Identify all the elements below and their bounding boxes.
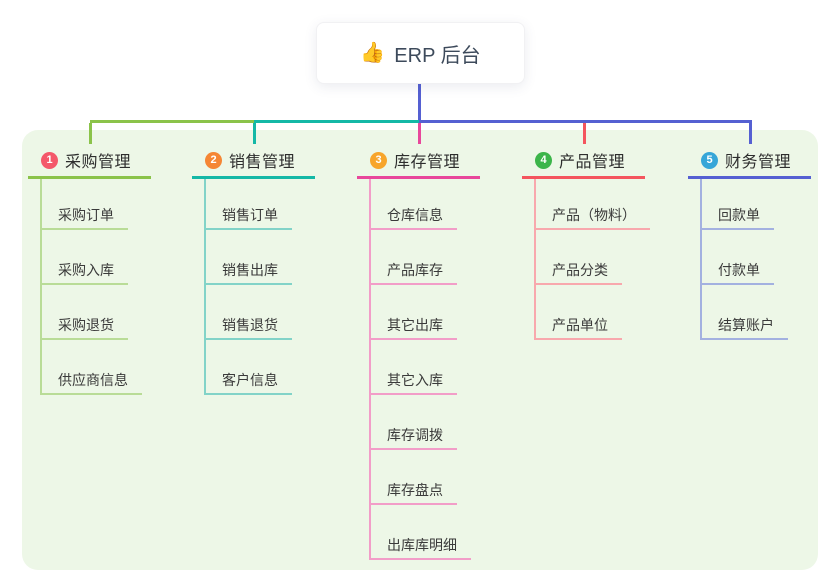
child-node[interactable]: 产品单位	[552, 317, 608, 333]
child-node[interactable]: 采购订单	[58, 207, 114, 223]
child-underline	[534, 338, 622, 340]
child-underline	[700, 228, 774, 230]
bus-segment-1	[90, 120, 254, 123]
child-underline	[369, 558, 471, 560]
child-node[interactable]: 库存调拨	[387, 427, 443, 443]
child-node[interactable]: 其它出库	[387, 317, 443, 333]
branch-label: 库存管理	[394, 154, 461, 171]
child-trunk-line	[700, 179, 702, 340]
root-node[interactable]: 👍 ERP 后台	[316, 22, 525, 84]
branch-drop-line	[418, 123, 421, 144]
branch-underline	[522, 176, 645, 179]
child-underline	[369, 503, 457, 505]
branch-underline	[357, 176, 480, 179]
child-node[interactable]: 出库库明细	[387, 537, 457, 553]
child-underline	[534, 228, 650, 230]
branch-badge: 2	[205, 151, 222, 169]
branch-node-1[interactable]: 1 采购管理	[41, 147, 131, 173]
child-trunk-line	[204, 179, 206, 395]
branch-label: 财务管理	[725, 154, 792, 171]
child-node[interactable]: 销售订单	[222, 207, 278, 223]
branch-badge: 3	[370, 151, 387, 169]
child-underline	[369, 228, 457, 230]
child-node[interactable]: 付款单	[718, 262, 760, 278]
child-node[interactable]: 客户信息	[222, 372, 278, 388]
child-node[interactable]: 销售出库	[222, 262, 278, 278]
child-trunk-line	[369, 179, 371, 560]
child-node[interactable]: 产品库存	[387, 262, 443, 278]
child-node[interactable]: 库存盘点	[387, 482, 443, 498]
child-trunk-line	[40, 179, 42, 395]
child-underline	[204, 338, 292, 340]
child-trunk-line	[534, 179, 536, 340]
child-underline	[204, 228, 292, 230]
child-node[interactable]: 回款单	[718, 207, 760, 223]
child-underline	[369, 338, 457, 340]
branch-underline	[28, 176, 151, 179]
branch-badge: 4	[535, 151, 552, 169]
branch-drop-line	[253, 123, 256, 144]
bus-segment-3	[419, 120, 752, 123]
branch-label: 销售管理	[229, 154, 296, 171]
child-underline	[40, 283, 128, 285]
thumbs-up-icon: 👍	[360, 42, 386, 64]
branch-underline	[192, 176, 315, 179]
child-node[interactable]: 供应商信息	[58, 372, 128, 388]
child-node[interactable]: 采购入库	[58, 262, 114, 278]
branch-drop-line	[583, 123, 586, 144]
child-node[interactable]: 仓库信息	[387, 207, 443, 223]
child-underline	[369, 283, 457, 285]
branch-badge: 1	[41, 151, 58, 169]
child-node[interactable]: 产品分类	[552, 262, 608, 278]
branch-label: 产品管理	[559, 154, 626, 171]
branch-underline	[688, 176, 811, 179]
child-node[interactable]: 采购退货	[58, 317, 114, 333]
branch-badge: 5	[701, 151, 718, 169]
branch-drop-line	[89, 123, 92, 144]
branch-node-4[interactable]: 4 产品管理	[535, 147, 625, 173]
child-underline	[534, 283, 622, 285]
branch-node-5[interactable]: 5 财务管理	[701, 147, 791, 173]
child-underline	[700, 338, 788, 340]
child-node[interactable]: 结算账户	[718, 317, 774, 333]
child-node[interactable]: 销售退货	[222, 317, 278, 333]
child-underline	[369, 448, 457, 450]
branch-label: 采购管理	[65, 154, 132, 171]
root-node-label: ERP 后台	[394, 44, 481, 67]
child-node[interactable]: 其它入库	[387, 372, 443, 388]
child-underline	[40, 338, 128, 340]
child-underline	[204, 393, 292, 395]
child-underline	[204, 283, 292, 285]
child-underline	[369, 393, 457, 395]
child-node[interactable]: 产品（物料）	[552, 207, 636, 223]
branch-node-2[interactable]: 2 销售管理	[205, 147, 295, 173]
child-underline	[700, 283, 774, 285]
branch-node-3[interactable]: 3 库存管理	[370, 147, 460, 173]
branches-panel	[22, 130, 818, 570]
branch-drop-line	[749, 123, 752, 144]
child-underline	[40, 228, 128, 230]
child-underline	[40, 393, 142, 395]
root-connector-line	[418, 83, 421, 120]
bus-segment-2	[254, 120, 419, 123]
